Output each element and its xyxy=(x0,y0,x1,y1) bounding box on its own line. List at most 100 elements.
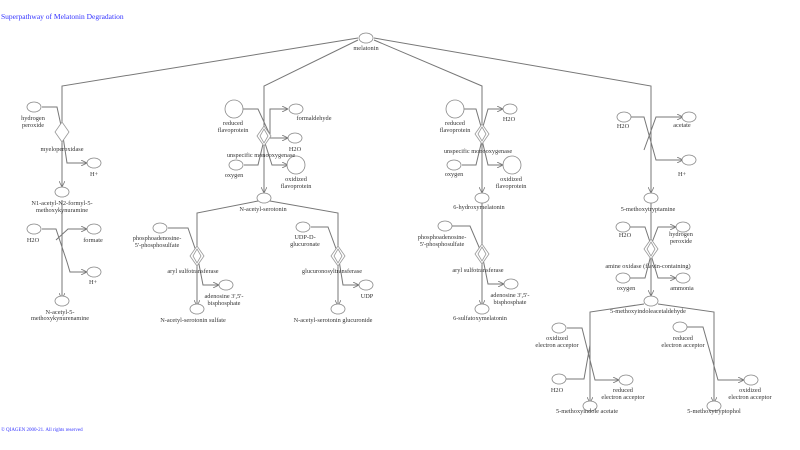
label-udp-glucuronate-2: glucuronate xyxy=(290,241,320,248)
node-h2o[interactable] xyxy=(615,221,631,233)
label-5-methoxytryptamine: 5-methoxytryptamine xyxy=(621,206,676,213)
enzyme-diamond[interactable] xyxy=(646,241,656,257)
label-nas-glucuronide: N-acetyl-serotonin glucuronide xyxy=(294,317,373,324)
label-paps-2: 5'-phosphosulfate xyxy=(420,241,465,248)
node-h-plus[interactable] xyxy=(86,266,102,278)
enzyme-diamond[interactable] xyxy=(477,246,487,262)
label-6-hydroxymelatonin: 6-hydroxymelatonin xyxy=(453,204,505,211)
node-6-sulfatoxymelatonin[interactable] xyxy=(474,303,490,315)
label-hydrogen-peroxide: hydrogen xyxy=(21,115,46,122)
label-5-methoxyindoleacetaldehyde: 5-methoxyindoleacetaldehyde xyxy=(610,308,686,315)
node-oxygen[interactable] xyxy=(228,159,244,171)
label-oxidized-electron-acceptor-2: electron acceptor xyxy=(728,394,772,401)
label-h-plus: H+ xyxy=(89,279,98,286)
edges xyxy=(42,37,743,402)
label-afmk: N1-acetyl-N2-formyl-5- xyxy=(31,200,92,207)
node-oxygen[interactable] xyxy=(615,272,631,284)
label-unspecific-monooxygenase: unspecific monooxygenase xyxy=(227,152,296,159)
node-reduced-flavoprotein[interactable] xyxy=(445,99,465,119)
node-nas-sulfate[interactable] xyxy=(189,303,205,315)
copyright-link[interactable]: © QIAGEN 2000-21. All rights reserved xyxy=(1,428,83,433)
node-reduced-electron-acceptor[interactable] xyxy=(618,374,634,386)
node-udp[interactable] xyxy=(358,279,374,291)
label-oxidized-electron-acceptor: oxidized xyxy=(739,387,762,394)
node-hydrogen-peroxide[interactable] xyxy=(26,101,42,113)
node-melatonin[interactable] xyxy=(358,32,374,44)
label-oxidized-flavoprotein-2: flavoprotein xyxy=(281,183,313,190)
label-unspecific-monooxygenase: unspecific monooxygenase xyxy=(444,148,513,155)
enzyme-diamond[interactable] xyxy=(192,248,202,264)
node-reduced-flavoprotein[interactable] xyxy=(224,99,244,119)
node-5-methoxytryptamine[interactable] xyxy=(643,192,659,204)
label-reduced-flavoprotein-2: flavoprotein xyxy=(440,127,472,134)
node-h2o[interactable] xyxy=(551,373,567,385)
node-h-plus[interactable] xyxy=(86,157,102,169)
label-amk: N-acetyl-5- xyxy=(45,309,74,316)
node-oxidized-flavoprotein[interactable] xyxy=(286,155,306,175)
node-oxidized-electron-acceptor[interactable] xyxy=(743,374,759,386)
label-hydrogen-peroxide-2: peroxide xyxy=(670,238,692,245)
node-paps[interactable] xyxy=(152,222,168,234)
label-oxidized-electron-acceptor: oxidized xyxy=(546,335,569,342)
label-melatonin: melatonin xyxy=(353,45,379,52)
label-acetate: acetate xyxy=(673,122,691,129)
enzyme-diamond[interactable] xyxy=(333,248,343,264)
node-h-plus[interactable] xyxy=(681,154,697,166)
node-pap[interactable] xyxy=(218,279,234,291)
node-acetate[interactable] xyxy=(681,111,697,123)
enzyme-diamond[interactable] xyxy=(259,128,269,144)
node-5-methoxyindoleacetaldehyde[interactable] xyxy=(643,295,659,307)
node-afmk[interactable] xyxy=(54,186,70,198)
enzyme-diamond[interactable] xyxy=(54,121,70,143)
label-amk-2: methoxykynurenamine xyxy=(31,315,89,322)
node-oxidized-flavoprotein[interactable] xyxy=(502,155,522,175)
label-reduced-electron-acceptor: reduced xyxy=(673,335,694,342)
label-aryl-sulfotransferase: aryl sulfotransferase xyxy=(167,268,218,275)
label-oxygen: oxygen xyxy=(225,172,244,179)
label-formaldehyde: formaldehyde xyxy=(297,115,332,122)
node-h2o[interactable] xyxy=(616,111,632,123)
label-amine-oxidase: amine oxidase (flavin-containing) xyxy=(605,263,690,270)
label-h2o: H2O xyxy=(27,237,40,244)
label-paps-2: 5'-phosphosulfate xyxy=(135,242,180,249)
label-n-acetyl-serotonin: N-acetyl-serotonin xyxy=(239,206,287,213)
node-h2o[interactable] xyxy=(502,103,518,115)
node-amk[interactable] xyxy=(54,295,70,307)
node-n-acetyl-serotonin[interactable] xyxy=(256,192,272,204)
label-glucuronosyltransferase: glucuronosyltransferase xyxy=(302,268,362,275)
node-formate[interactable] xyxy=(86,223,102,235)
label-pap: adenosine 3',5'- xyxy=(205,293,244,300)
label-h-plus: H+ xyxy=(90,171,99,178)
label-aryl-sulfotransferase: aryl sulfotransferase xyxy=(452,267,503,274)
node-5-methoxyindole-acetate[interactable] xyxy=(582,400,598,412)
node-nas-glucuronide[interactable] xyxy=(330,303,346,315)
label-hydrogen-peroxide: hydrogen xyxy=(669,231,694,238)
node-hydrogen-peroxide[interactable] xyxy=(675,221,691,233)
label-oxidized-flavoprotein-2: flavoprotein xyxy=(496,183,528,190)
label-oxidized-flavoprotein: oxidized xyxy=(285,176,308,183)
node-ammonia[interactable] xyxy=(675,272,691,284)
labels: melatonin hydrogen peroxide myeloperoxid… xyxy=(21,45,772,415)
node-reduced-electron-acceptor[interactable] xyxy=(672,321,688,333)
label-paps: phosphoadenosine- xyxy=(418,234,467,241)
label-6-sulfatoxymelatonin: 6-sulfatoxymelatonin xyxy=(453,315,508,322)
node-formaldehyde[interactable] xyxy=(288,103,304,115)
node-h2o[interactable] xyxy=(287,132,303,144)
node-5-methoxytryptophol[interactable] xyxy=(706,400,722,412)
label-ammonia: ammonia xyxy=(670,285,694,292)
node-pap[interactable] xyxy=(503,278,519,290)
node-udp-glucuronate[interactable] xyxy=(295,221,311,233)
label-oxidized-flavoprotein: oxidized xyxy=(500,176,523,183)
label-nas-sulfate: N-acetyl-serotonin sulfate xyxy=(160,317,226,324)
node-paps[interactable] xyxy=(437,220,453,232)
label-reduced-flavoprotein-2: flavoprotein xyxy=(218,127,250,134)
pathway-title[interactable]: Superpathway of Melatonin Degradation xyxy=(1,12,124,21)
enzyme-diamond[interactable] xyxy=(477,126,487,142)
node-6-hydroxymelatonin[interactable] xyxy=(474,192,490,204)
label-afmk-2: methoxykynuramine xyxy=(36,207,88,214)
node-oxidized-electron-acceptor[interactable] xyxy=(551,322,567,334)
node-oxygen[interactable] xyxy=(446,159,462,171)
label-formate: formate xyxy=(83,237,103,244)
node-h2o[interactable] xyxy=(26,223,42,235)
